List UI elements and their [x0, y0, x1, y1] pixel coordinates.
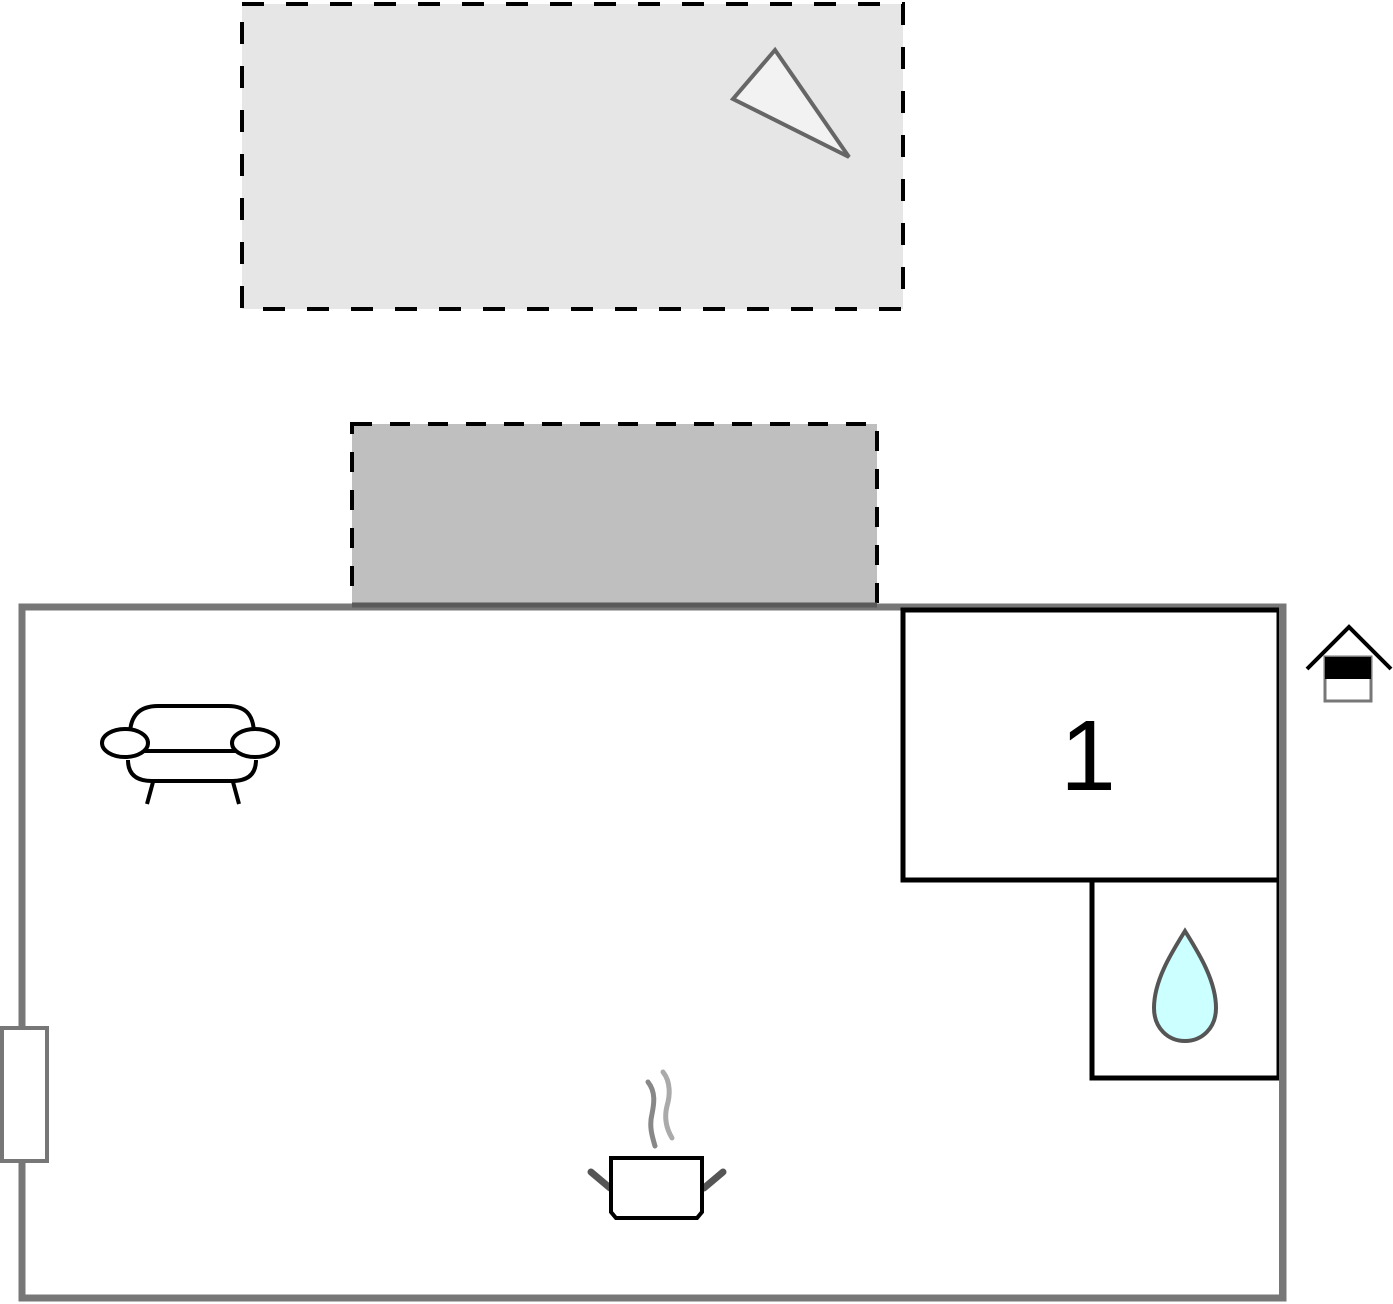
- compass-north-arrow-icon: [729, 46, 851, 159]
- water-drop-icon: [1151, 927, 1219, 1044]
- bedroom-1: 1: [900, 607, 1282, 883]
- window-icon: [0, 1026, 49, 1163]
- sofa-icon: [100, 704, 280, 805]
- covered-terrace: [350, 422, 879, 609]
- bathroom: [1089, 877, 1282, 1081]
- house-entrance-icon: [1305, 624, 1393, 703]
- outdoor-terrace: [240, 2, 905, 311]
- bedroom-label: 1: [1060, 700, 1116, 812]
- cooking-pot-icon: [587, 1069, 727, 1220]
